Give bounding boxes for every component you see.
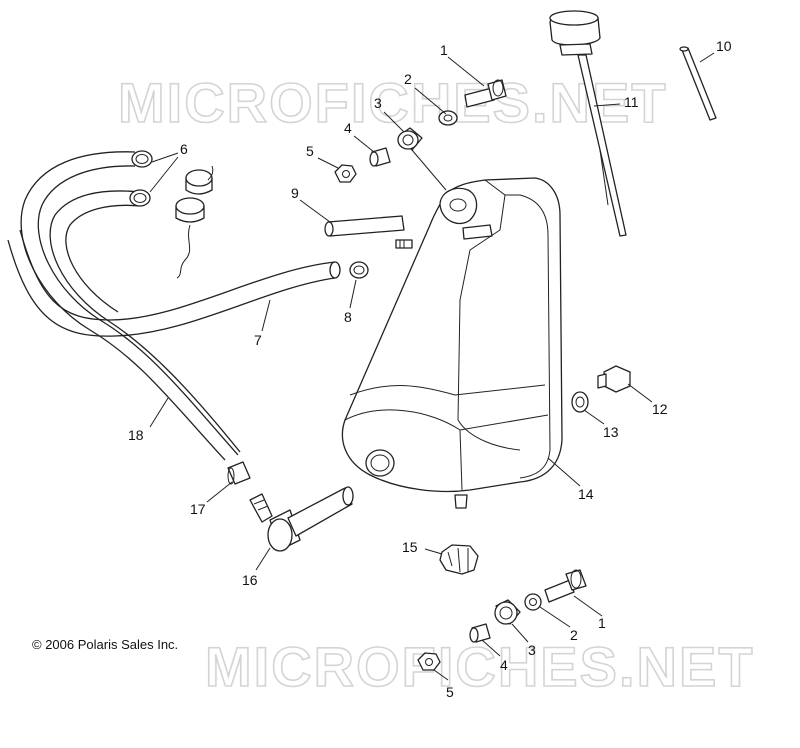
cap-a bbox=[185, 169, 213, 195]
elbow-16 bbox=[249, 486, 354, 552]
callout-6: 6 bbox=[180, 141, 188, 157]
callout-2-bottom: 2 bbox=[570, 627, 578, 643]
callout-15: 15 bbox=[402, 539, 418, 555]
nut-5-top bbox=[334, 164, 357, 183]
sleeve-17 bbox=[227, 461, 251, 485]
washer-13 bbox=[571, 391, 589, 413]
clamp-8 bbox=[349, 261, 369, 279]
spacer-4-bottom bbox=[469, 623, 491, 643]
callout-13: 13 bbox=[603, 424, 619, 440]
bolt-1-bottom bbox=[544, 569, 587, 603]
grommet-3-bottom bbox=[494, 599, 521, 625]
callout-8: 8 bbox=[344, 309, 352, 325]
plug-12 bbox=[597, 365, 631, 393]
washer-2-bottom bbox=[524, 593, 542, 611]
leader-lines bbox=[149, 52, 715, 681]
barb-fitting bbox=[395, 239, 413, 249]
callout-1-bottom: 1 bbox=[598, 615, 606, 631]
callout-3-bottom: 3 bbox=[528, 642, 536, 658]
callout-7: 7 bbox=[254, 332, 262, 348]
callout-5-bottom: 5 bbox=[446, 684, 454, 700]
callout-14: 14 bbox=[578, 486, 594, 502]
oil-tank bbox=[341, 177, 563, 509]
callout-5-top: 5 bbox=[306, 143, 314, 159]
clamp-6b bbox=[129, 189, 151, 207]
bolt-1-top bbox=[464, 79, 507, 108]
watermark-top: MICROFICHES.NET bbox=[118, 71, 668, 134]
callout-11: 11 bbox=[624, 94, 639, 110]
spacer-4-top bbox=[369, 147, 391, 167]
callout-2-top: 2 bbox=[404, 71, 412, 87]
fitting-15 bbox=[439, 544, 479, 575]
dipstick-11 bbox=[549, 10, 627, 237]
cap-b bbox=[175, 197, 205, 279]
callouts: 1 2 3 4 5 6 7 8 9 10 11 12 13 14 15 16 1… bbox=[128, 38, 732, 700]
grommet-3-top bbox=[397, 127, 423, 151]
callout-4-bottom: 4 bbox=[500, 657, 508, 673]
callout-3-top: 3 bbox=[374, 95, 382, 111]
copyright-notice: © 2006 Polaris Sales Inc. bbox=[32, 637, 179, 652]
callout-16: 16 bbox=[242, 572, 258, 588]
callout-9: 9 bbox=[291, 185, 299, 201]
washer-2-top bbox=[438, 110, 458, 126]
callout-18: 18 bbox=[128, 427, 144, 443]
watermark-bottom: MICROFICHES.NET bbox=[205, 635, 755, 698]
callout-12: 12 bbox=[652, 401, 668, 417]
hose-7 bbox=[7, 229, 341, 337]
nut-5-bottom bbox=[417, 652, 441, 671]
callout-4-top: 4 bbox=[344, 120, 352, 136]
callout-1-top: 1 bbox=[440, 42, 448, 58]
tube-10 bbox=[679, 46, 717, 121]
callout-10: 10 bbox=[716, 38, 732, 54]
callout-17: 17 bbox=[190, 501, 206, 517]
clamp-6a bbox=[131, 150, 153, 168]
hose-9 bbox=[324, 215, 405, 237]
